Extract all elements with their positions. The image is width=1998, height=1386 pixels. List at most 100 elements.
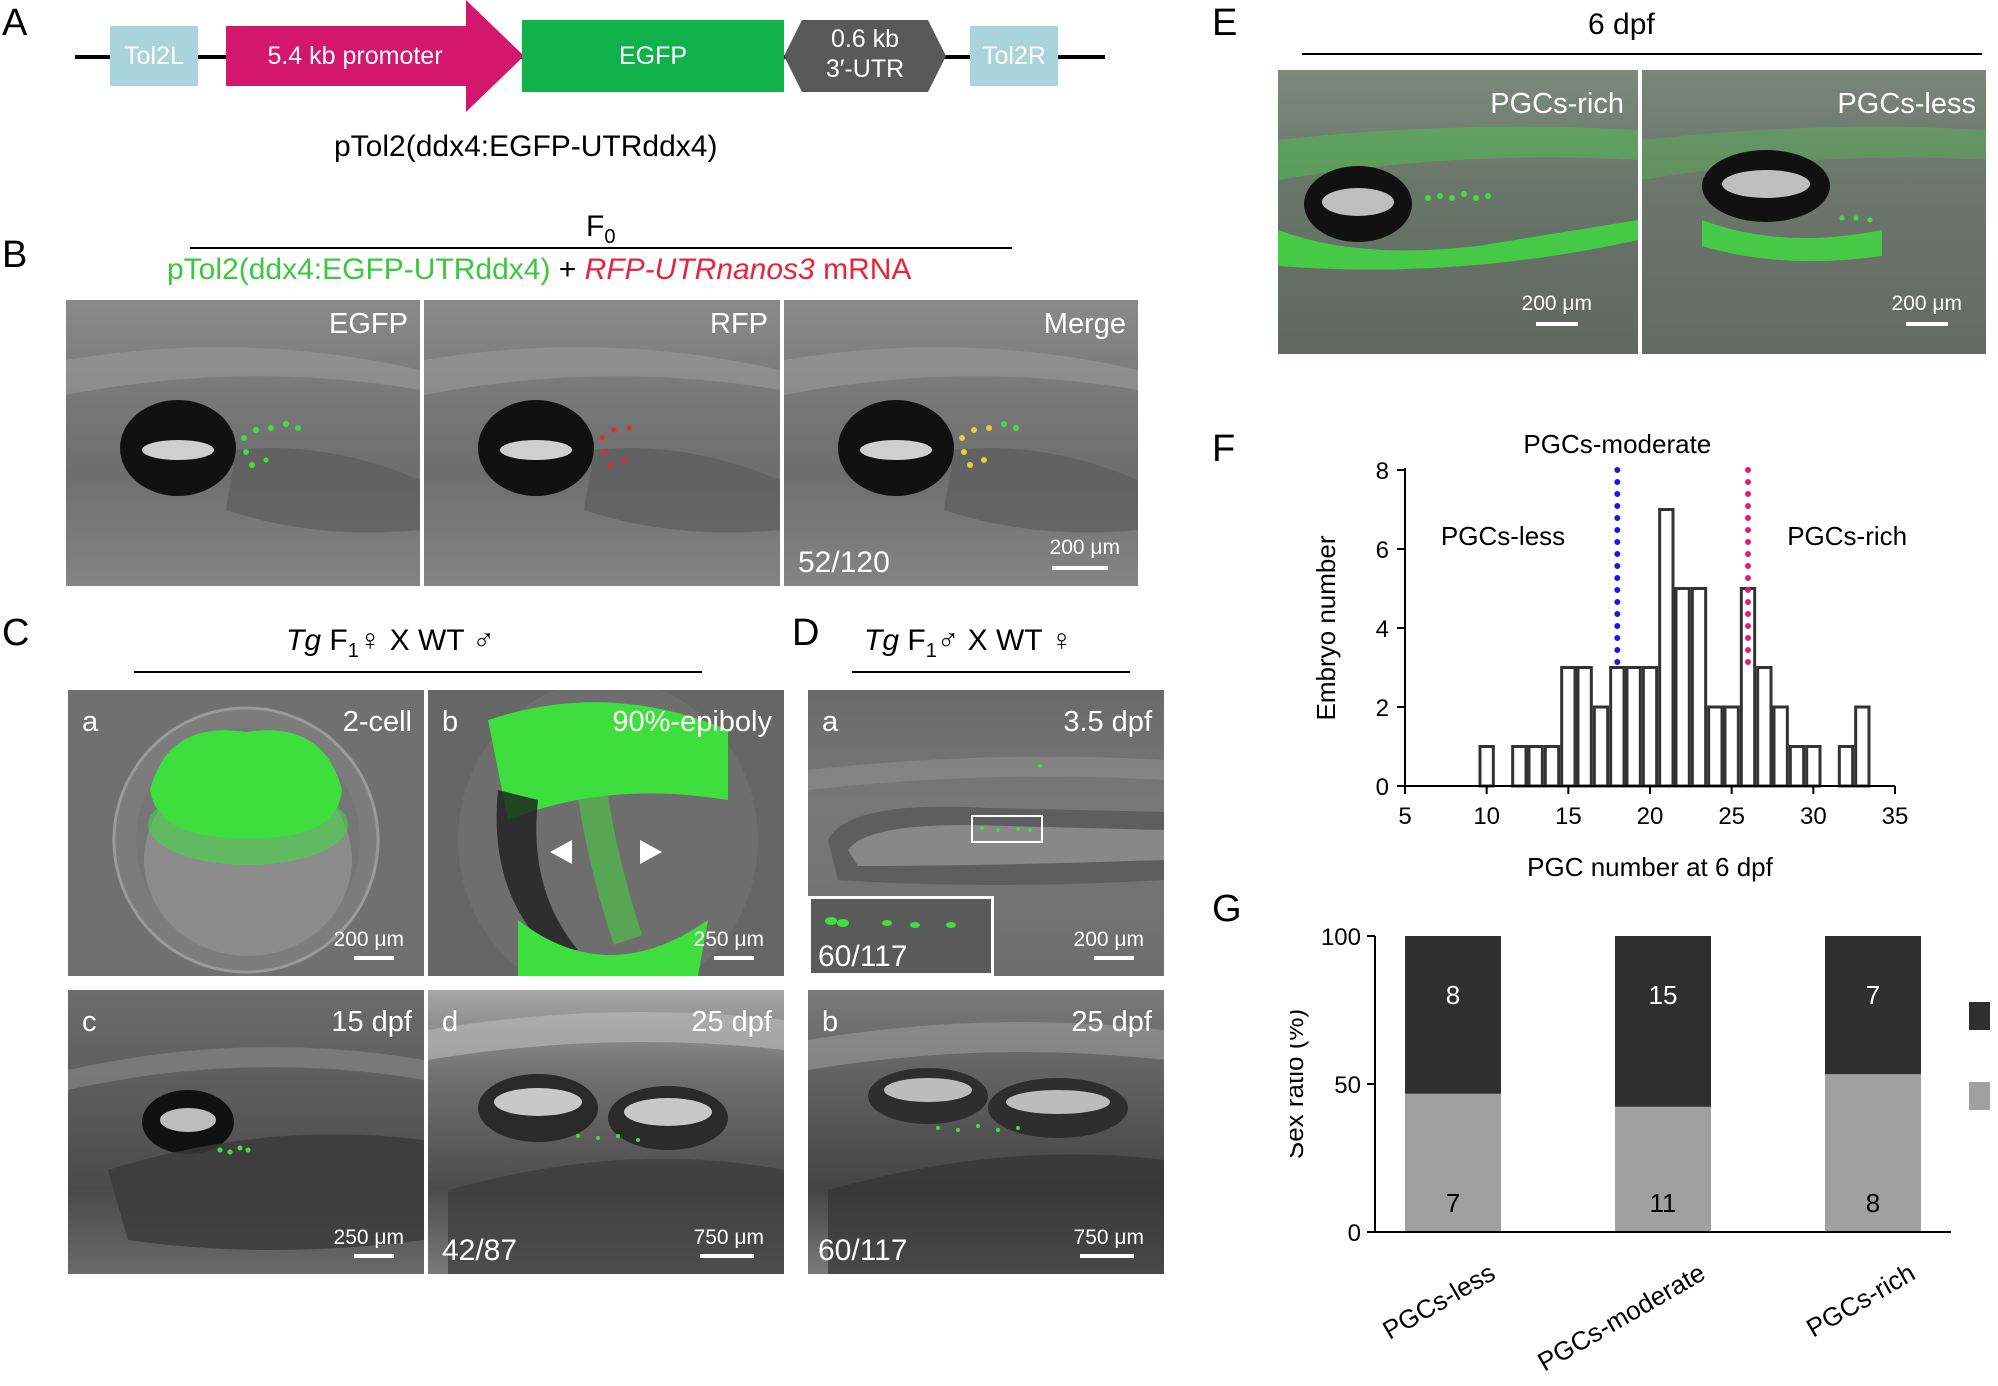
histogram-bar xyxy=(1560,666,1577,788)
male-bar-segment xyxy=(1825,1074,1921,1232)
b-rfp-label: RFP xyxy=(710,308,768,340)
legend-female-swatch xyxy=(1969,1002,1990,1030)
panel-label-c: C xyxy=(2,612,30,654)
b-mrna-suffix: mRNA xyxy=(814,253,912,286)
panel-label-e: E xyxy=(1212,2,1238,44)
d-a-larva xyxy=(808,756,1164,885)
c-c-scale-text: 250 μm xyxy=(333,1226,404,1249)
b-construct-name: pTol2(ddx4:EGFP-UTRddx4) xyxy=(167,253,551,286)
c-image-d: d 25 dpf 42/87 750 μm xyxy=(428,990,784,1274)
y-tick-label: 50 xyxy=(1334,1072,1361,1099)
c-d-larva xyxy=(428,1012,784,1274)
c-c-letter: c xyxy=(82,1006,97,1038)
b-egfp-label: EGFP xyxy=(329,308,408,340)
e-rich-scale-text: 200 μm xyxy=(1521,292,1592,315)
b-image-egfp: EGFP xyxy=(66,300,420,586)
d-header-rest: ♂ X WT ♀ xyxy=(936,624,1073,657)
x-tick-label: 35 xyxy=(1882,803,1909,830)
category-label: PGCs-less xyxy=(1377,1257,1500,1345)
female-bar-segment xyxy=(1405,936,1501,1094)
c-header-f: F xyxy=(321,624,348,657)
b-scale-bar xyxy=(1052,566,1108,570)
sex-ratio-chart: 87PGCs-less1511PGCs-moderate78PGCs-rich0… xyxy=(1290,924,1990,1377)
d-a-stage: 3.5 dpf xyxy=(1063,706,1152,738)
male-bar-segment xyxy=(1405,1093,1501,1232)
tol2r-element: Tol2R xyxy=(970,26,1058,86)
d-a-count: 60/117 xyxy=(818,940,908,973)
panel-label-g: G xyxy=(1212,888,1242,930)
d-image-a: a 3.5 dpf 60/117 200 μm xyxy=(808,690,1164,976)
y-tick-label: 4 xyxy=(1376,616,1389,643)
category-label: PGCs-moderate xyxy=(1532,1257,1710,1377)
panel-label-f: F xyxy=(1212,428,1236,470)
c-b-stage: 90%-epiboly xyxy=(612,706,772,738)
c-d-scale-bar xyxy=(700,1254,754,1258)
histogram-bar xyxy=(1837,745,1855,788)
category-label: PGCs-rich xyxy=(1801,1257,1920,1343)
e-less-larva xyxy=(1642,126,1986,262)
d-b-scale-bar xyxy=(1080,1254,1134,1258)
e-less-scale-text: 200 μm xyxy=(1891,292,1962,315)
e-rich-scale-bar xyxy=(1536,322,1578,326)
histogram-bar xyxy=(1854,705,1871,788)
x-tick-label: 30 xyxy=(1800,803,1827,830)
c-header-tg: Tg xyxy=(286,624,322,657)
d-b-larva xyxy=(808,1022,1164,1274)
histogram-bar xyxy=(1805,745,1822,788)
x-tick-label: 5 xyxy=(1398,803,1411,830)
c-a-letter: a xyxy=(82,706,99,738)
promoter-arrow xyxy=(226,0,524,112)
b-rfp-larva xyxy=(424,347,780,533)
d-header-rule xyxy=(852,671,1130,673)
utr-hexagon xyxy=(784,20,946,92)
female-count-label: 7 xyxy=(1866,980,1880,1010)
female-count-label: 8 xyxy=(1446,980,1460,1010)
d-b-scale-text: 750 μm xyxy=(1073,1226,1144,1249)
d-cross-header: Tg F1♂ X WT ♀ xyxy=(864,624,1073,663)
y-tick-label: 2 xyxy=(1376,695,1389,722)
c-a-stage: 2-cell xyxy=(342,706,412,738)
histogram-bar xyxy=(1543,745,1561,788)
y-tick-label: 100 xyxy=(1321,924,1361,951)
male-count-label: 7 xyxy=(1446,1188,1460,1218)
d-b-count: 60/117 xyxy=(818,1234,908,1267)
b-merge-label: Merge xyxy=(1043,308,1126,340)
b-header: F0 xyxy=(586,210,615,249)
male-bar-segment xyxy=(1615,1106,1711,1232)
male-count-label: 8 xyxy=(1866,1188,1880,1218)
c-b-letter: b xyxy=(442,706,459,738)
c-d-letter: d xyxy=(442,1006,459,1038)
female-count-label: 15 xyxy=(1649,980,1678,1010)
c-d-scale-text: 750 μm xyxy=(693,1226,764,1249)
female-bar-segment xyxy=(1615,936,1711,1107)
y-tick-label: 8 xyxy=(1376,458,1389,485)
histogram-bar xyxy=(1690,587,1708,788)
c-c-stage: 15 dpf xyxy=(331,1006,412,1038)
c-a-scale-bar xyxy=(354,956,394,960)
c-image-c: c 15 dpf 250 μm xyxy=(68,990,424,1274)
y-axis-title: Sex ratio (%) xyxy=(1290,1009,1309,1159)
c-c-larva xyxy=(68,1047,424,1250)
d-a-inset-pgcs xyxy=(825,917,956,928)
histogram-bar xyxy=(1723,705,1740,788)
x-tick-label: 25 xyxy=(1718,803,1745,830)
histogram-bar xyxy=(1527,745,1544,788)
histogram-bar xyxy=(1674,587,1691,788)
c-b-scale-text: 250 μm xyxy=(693,928,764,951)
x-tick-label: 20 xyxy=(1637,803,1664,830)
d-header-sub: 1 xyxy=(925,640,937,662)
histogram-bar xyxy=(1707,705,1724,788)
e-header-rule xyxy=(1302,53,1982,55)
y-axis-title: Embryo number xyxy=(1311,535,1341,720)
e-less-scale-bar xyxy=(1906,322,1948,326)
histogram-bar xyxy=(1739,587,1757,788)
panel-label-b: B xyxy=(2,234,28,276)
e-header: 6 dpf xyxy=(1588,8,1655,41)
promoter-label: 5.4 kb promoter xyxy=(267,41,443,70)
histogram-bar xyxy=(1592,705,1610,788)
b-image-merge: Merge 52/120 200 μm xyxy=(784,300,1138,586)
c-image-b: b 90%-epiboly 250 μm xyxy=(428,690,784,976)
e-rich-larva xyxy=(1278,126,1638,270)
histogram-bar xyxy=(1511,745,1528,788)
d-a-inset xyxy=(808,896,994,976)
